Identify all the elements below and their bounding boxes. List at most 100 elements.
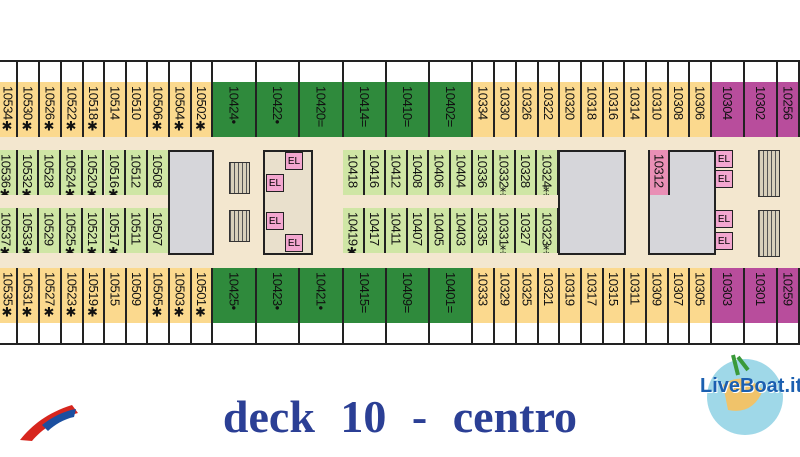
cabin[interactable]: 10419✱ [343, 208, 365, 253]
cabin[interactable]: 10503✱ [170, 268, 192, 323]
cabin[interactable]: 10501✱ [192, 268, 213, 323]
cabin[interactable]: 10535✱ [0, 268, 18, 323]
cabin[interactable]: 10330 [495, 82, 517, 137]
cabin[interactable]: 10325 [517, 268, 539, 323]
cabin[interactable]: 10311 [625, 268, 647, 323]
cabin[interactable]: 10407 [407, 208, 430, 253]
cabin[interactable]: 10315 [604, 268, 625, 323]
cabin[interactable]: 10322 [539, 82, 560, 137]
cabin[interactable]: 10537✱ [0, 208, 18, 253]
cabin[interactable]: 10502✱ [192, 82, 213, 137]
cabin[interactable]: 10514 [105, 82, 127, 137]
cabin[interactable]: 10403 [451, 208, 473, 253]
cabin[interactable]: 10508 [147, 150, 170, 195]
cabin[interactable]: 10414= [344, 82, 387, 137]
cabin[interactable]: 10532✱ [17, 150, 40, 195]
cabin[interactable]: 10528 [39, 150, 62, 195]
cabin[interactable]: 10420= [300, 82, 344, 137]
cabin[interactable]: 10256 [778, 82, 800, 137]
cabin-10312[interactable]: 10312 [648, 150, 670, 195]
cabin[interactable]: 10320 [560, 82, 582, 137]
cabin[interactable]: 10404 [451, 150, 473, 195]
cabin[interactable]: 10302 [745, 82, 778, 137]
cabin[interactable]: 10415= [344, 268, 387, 323]
cabin[interactable]: 10331⁑ [494, 208, 516, 253]
cabin[interactable]: 10308 [669, 82, 690, 137]
cabin[interactable]: 10335 [472, 208, 495, 253]
cabin[interactable]: 10305 [690, 268, 712, 323]
cabin[interactable]: 10530✱ [18, 82, 40, 137]
cabin[interactable]: 10421• [300, 268, 344, 323]
cabin[interactable]: 10406 [429, 150, 451, 195]
cabin[interactable]: 10519✱ [84, 268, 105, 323]
cabin[interactable]: 10531✱ [18, 268, 40, 323]
cabin[interactable]: 10410= [387, 82, 430, 137]
cabin[interactable]: 10524✱ [61, 150, 83, 195]
cabin[interactable]: 10314 [625, 82, 647, 137]
cabin[interactable]: 10536✱ [0, 150, 18, 195]
cabin[interactable]: 10527✱ [40, 268, 62, 323]
cabin[interactable]: 10401= [430, 268, 473, 323]
cabin[interactable]: 10533✱ [17, 208, 40, 253]
cabin[interactable]: 10425• [213, 268, 257, 323]
cabin-number: 10304 [720, 86, 735, 120]
cabin[interactable]: 10515 [105, 268, 127, 323]
cabin[interactable]: 10324⁑ [537, 150, 559, 195]
elevator-icon: EL [715, 170, 733, 188]
cabin[interactable]: 10507 [147, 208, 170, 253]
cabin[interactable]: 10516✱ [104, 150, 127, 195]
cabin[interactable]: 10326 [517, 82, 539, 137]
cabin[interactable]: 10318 [582, 82, 604, 137]
cabin[interactable]: 10417 [364, 208, 387, 253]
cabin[interactable]: 10259 [778, 268, 800, 323]
cabin[interactable]: 10534✱ [0, 82, 18, 137]
cabin[interactable]: 10412 [386, 150, 408, 195]
cabin[interactable]: 10418 [343, 150, 365, 195]
cabin[interactable]: 10310 [647, 82, 669, 137]
cabin[interactable]: 10521✱ [82, 208, 105, 253]
cabin[interactable]: 10316 [604, 82, 625, 137]
cabin[interactable]: 10506✱ [148, 82, 170, 137]
cabin[interactable]: 10336 [472, 150, 495, 195]
cabin[interactable]: 10409= [387, 268, 430, 323]
cabin[interactable]: 10334 [473, 82, 495, 137]
cabin[interactable]: 10511 [126, 208, 148, 253]
cabin[interactable]: 10327 [515, 208, 538, 253]
cabin[interactable]: 10301 [745, 268, 778, 323]
cabin[interactable]: 10424• [213, 82, 257, 137]
cabin[interactable]: 10333 [473, 268, 495, 323]
cabin[interactable]: 10321 [539, 268, 560, 323]
cabin[interactable]: 10526✱ [40, 82, 62, 137]
cabin[interactable]: 10405 [429, 208, 451, 253]
cabin[interactable]: 10512 [126, 150, 148, 195]
cabin[interactable]: 10517✱ [104, 208, 127, 253]
cabin[interactable]: 10520✱ [82, 150, 105, 195]
cabin[interactable]: 10306 [690, 82, 712, 137]
cabin[interactable]: 10518✱ [84, 82, 105, 137]
cabin[interactable]: 10523✱ [62, 268, 84, 323]
cabin[interactable]: 10411 [386, 208, 408, 253]
cabin[interactable]: 10408 [407, 150, 430, 195]
cabin[interactable]: 10332⁑ [494, 150, 516, 195]
cabin[interactable]: 10329 [495, 268, 517, 323]
cabin[interactable]: 10529 [39, 208, 62, 253]
cabin[interactable]: 10423• [257, 268, 300, 323]
cabin[interactable]: 10505✱ [148, 268, 170, 323]
cabin[interactable]: 10328 [515, 150, 538, 195]
cabin[interactable]: 10509 [127, 268, 148, 323]
cabin[interactable]: 10303 [712, 268, 745, 323]
balcony [148, 323, 170, 343]
cabin[interactable]: 10422• [257, 82, 300, 137]
cabin[interactable]: 10510 [127, 82, 148, 137]
cabin[interactable]: 10402= [430, 82, 473, 137]
cabin[interactable]: 10525✱ [61, 208, 83, 253]
cabin[interactable]: 10416 [364, 150, 387, 195]
cabin[interactable]: 10317 [582, 268, 604, 323]
cabin[interactable]: 10522✱ [62, 82, 84, 137]
cabin[interactable]: 10307 [669, 268, 690, 323]
cabin[interactable]: 10304 [712, 82, 745, 137]
cabin[interactable]: 10319 [560, 268, 582, 323]
cabin[interactable]: 10309 [647, 268, 669, 323]
cabin[interactable]: 10323⁑ [537, 208, 559, 253]
cabin[interactable]: 10504✱ [170, 82, 192, 137]
